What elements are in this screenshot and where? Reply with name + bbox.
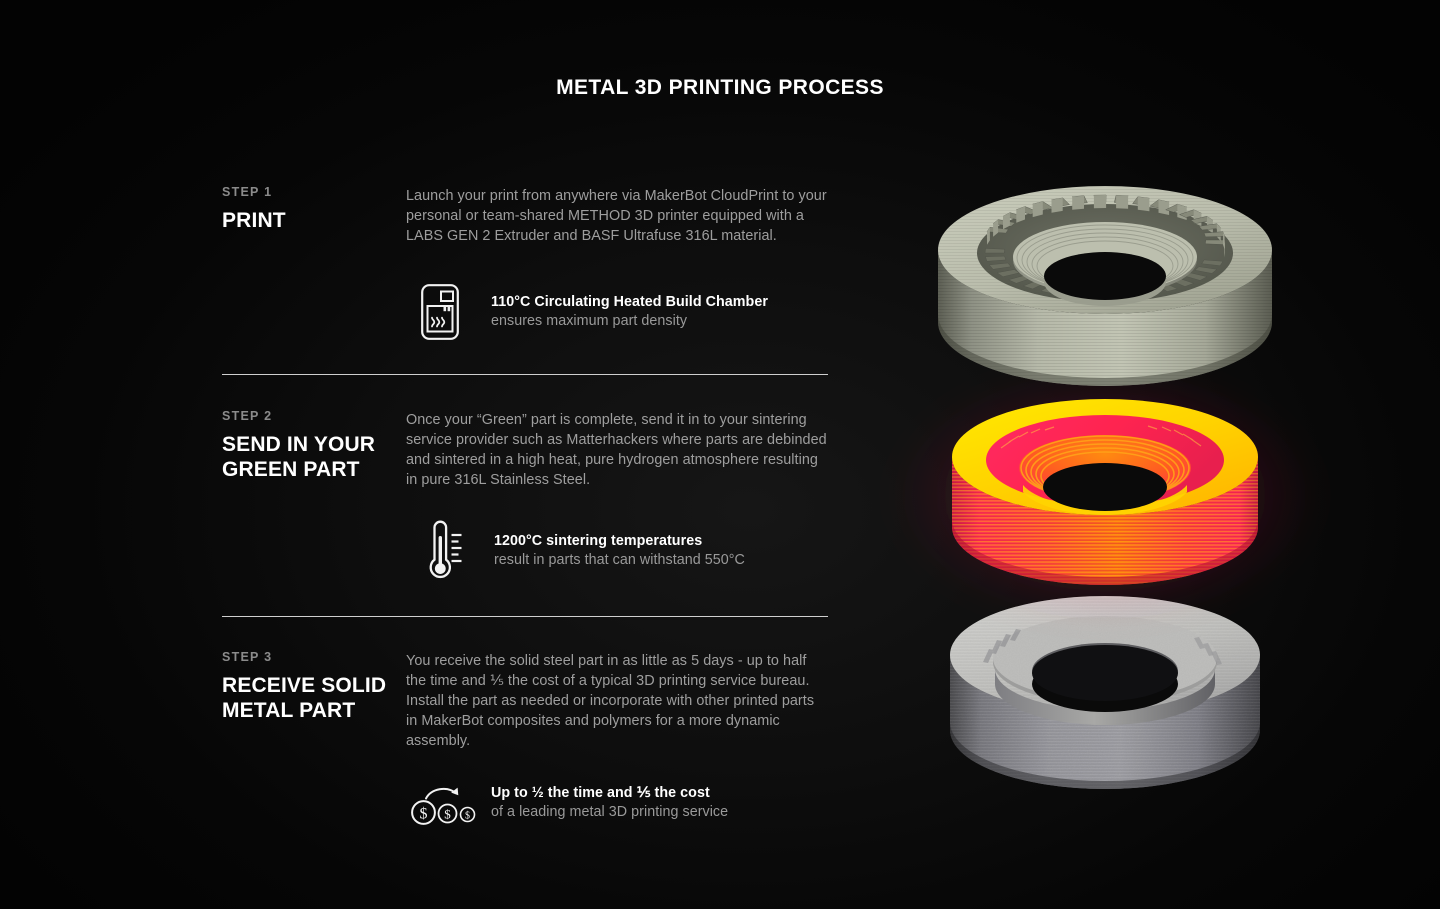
step-header-3: STEP 3 RECEIVE SOLID METAL PART — [222, 651, 398, 723]
step-highlight-copy-2: 1200°C sintering temperatures result in … — [494, 532, 828, 570]
cost-savings-icon: $ $ $ — [403, 779, 485, 827]
step-block-1: STEP 1 PRINT Launch your print from anyw… — [222, 186, 828, 341]
step-body-3: You receive the solid steel part in as l… — [406, 651, 828, 827]
step-body-2: Once your “Green” part is complete, send… — [406, 410, 828, 584]
step-description-1: Launch your print from anywhere via Make… — [406, 188, 827, 244]
step-highlight-subtitle-1: ensures maximum part density — [491, 313, 688, 329]
page-title: METAL 3D PRINTING PROCESS — [556, 76, 884, 99]
section-divider-2 — [222, 616, 828, 617]
step-header-1: STEP 1 PRINT — [222, 186, 398, 233]
step-highlight-copy-3: Up to ½ the time and ⅕ the cost of a lea… — [491, 784, 828, 822]
step-highlight-3: $ $ $ Up to ½ the time and ⅕ the cost of… — [406, 779, 828, 827]
step-kicker-2: STEP 2 — [222, 409, 273, 423]
step-block-2: STEP 2 SEND IN YOUR GREEN PART Once your… — [222, 410, 828, 584]
step-highlight-title-3: Up to ½ the time and ⅕ the cost — [491, 785, 710, 801]
step-kicker-1: STEP 1 — [222, 185, 273, 199]
step-block-3: STEP 3 RECEIVE SOLID METAL PART You rece… — [222, 651, 828, 827]
step-body-1: Launch your print from anywhere via Make… — [406, 186, 828, 341]
svg-text:$: $ — [420, 805, 428, 822]
step-header-2: STEP 2 SEND IN YOUR GREEN PART — [222, 410, 398, 482]
green-printed-part — [938, 186, 1272, 386]
step-highlight-title-2: 1200°C sintering temperatures — [494, 533, 703, 549]
step-highlight-copy-1: 110°C Circulating Heated Build Chamber e… — [491, 293, 828, 331]
step-description-2: Once your “Green” part is complete, send… — [406, 412, 827, 488]
step-highlight-2: 1200°C sintering temperatures result in … — [406, 518, 828, 584]
svg-text:$: $ — [444, 807, 451, 822]
thermometer-icon — [412, 518, 478, 584]
exploded-bearing-ring-stack — [890, 150, 1320, 870]
step-title-3: RECEIVE SOLID METAL PART — [222, 673, 387, 722]
section-divider-1 — [222, 374, 828, 375]
steps-column: STEP 1 PRINT Launch your print from anyw… — [222, 186, 828, 827]
svg-text:$: $ — [465, 811, 470, 822]
finished-steel-part — [950, 596, 1260, 789]
step-highlight-subtitle-3: of a leading metal 3D printing service — [491, 804, 729, 820]
step-kicker-3: STEP 3 — [222, 650, 273, 664]
step-highlight-subtitle-2: result in parts that can withstand 550°C — [494, 552, 745, 568]
step-highlight-title-1: 110°C Circulating Heated Build Chamber — [491, 294, 768, 310]
step-title-1: PRINT — [222, 208, 286, 232]
sintering-glow-part — [890, 365, 1320, 625]
heated-build-chamber-icon — [407, 283, 473, 341]
step-highlight-1: 110°C Circulating Heated Build Chamber e… — [406, 283, 828, 341]
step-title-2: SEND IN YOUR GREEN PART — [222, 432, 376, 481]
step-description-3: You receive the solid steel part in as l… — [406, 653, 815, 749]
